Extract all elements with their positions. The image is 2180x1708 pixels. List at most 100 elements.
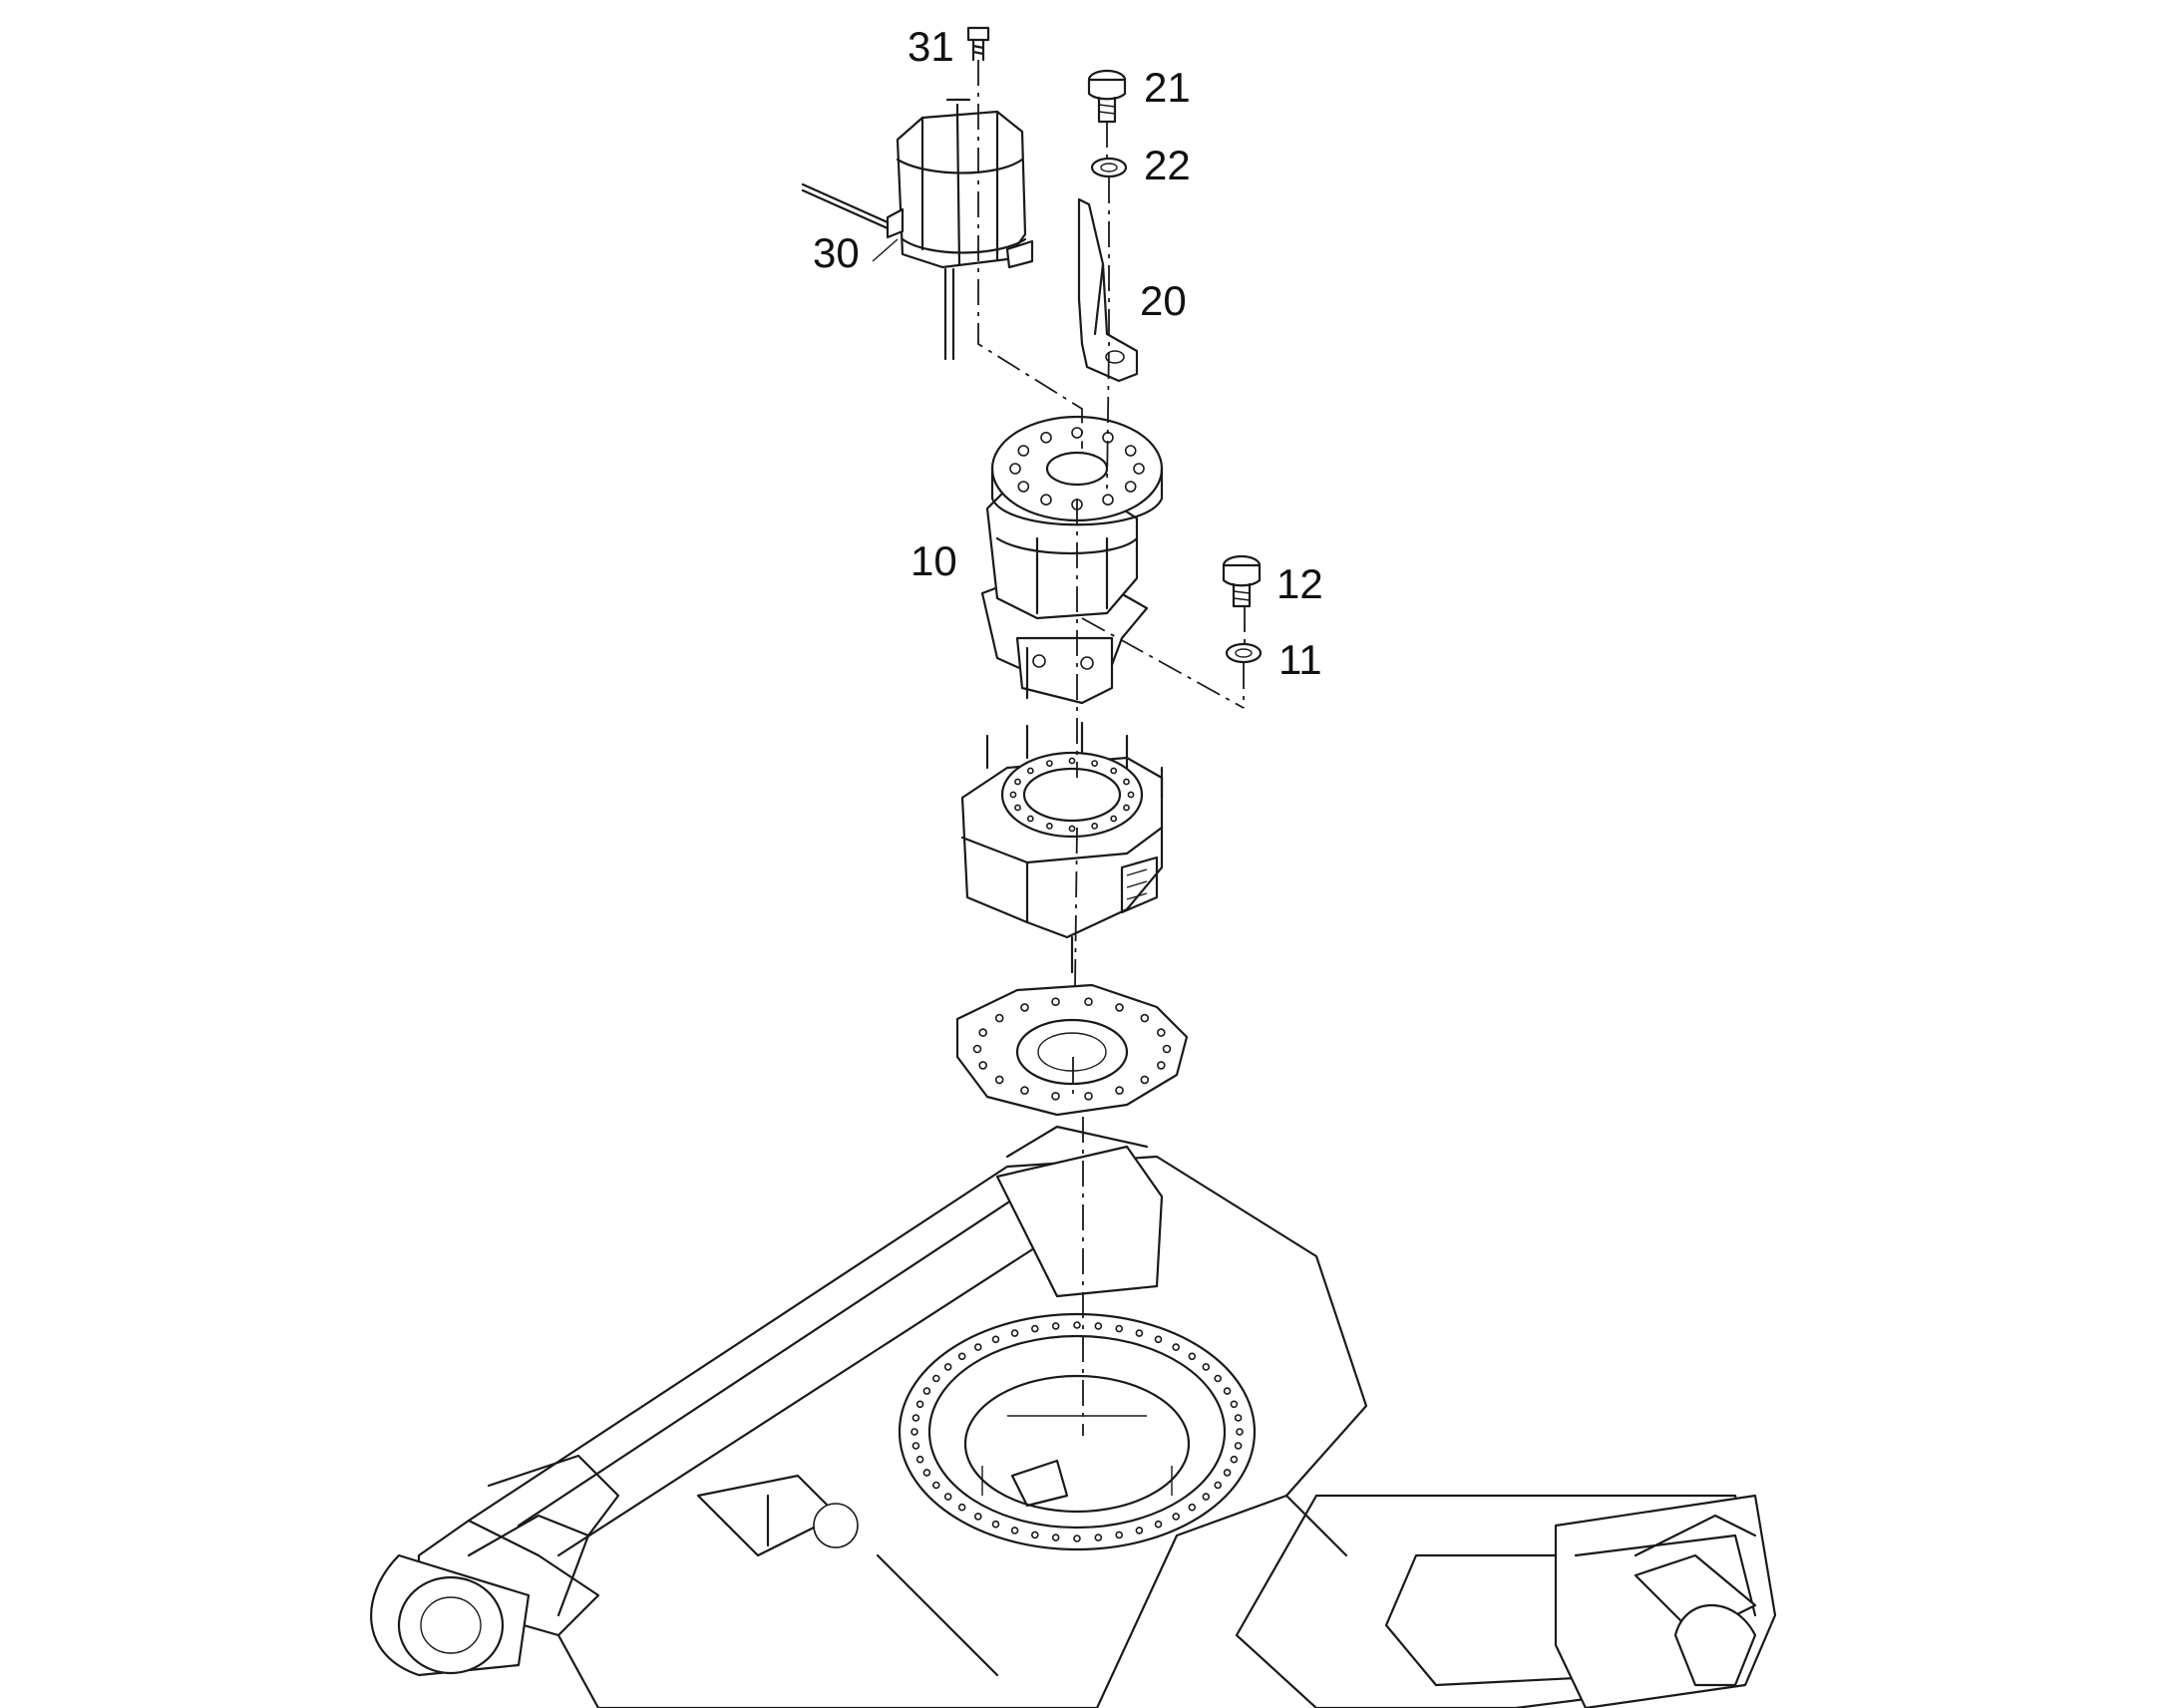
- plate-bolt-hole: [1051, 997, 1060, 1007]
- bearing-bolt-hole: [1172, 1343, 1180, 1351]
- callout-10: 10: [910, 537, 957, 584]
- bearing-bolt-hole: [1154, 1335, 1163, 1344]
- bearing-bolt-hole: [1172, 1513, 1180, 1521]
- plate-bolt-hole: [1162, 1044, 1172, 1054]
- bearing-bolt-hole: [957, 1352, 966, 1361]
- plate-bolt-hole: [994, 1013, 1004, 1023]
- bearing-bolt-hole: [973, 1343, 982, 1351]
- flange-hole: [1040, 431, 1052, 444]
- plate-bolt-hole: [1157, 1061, 1166, 1070]
- flange-hole: [1124, 445, 1137, 457]
- bearing-bolt-hole: [911, 1414, 920, 1422]
- plate-bolt-hole: [1157, 1028, 1166, 1037]
- bearing-bolt-hole: [1154, 1520, 1163, 1529]
- housing-bolt-hole: [1009, 791, 1017, 799]
- bearing-bolt-hole: [1188, 1503, 1197, 1512]
- bearing-bolt-hole: [1051, 1534, 1060, 1541]
- motor: [801, 98, 1034, 361]
- housing-bolt-holes: [1009, 757, 1135, 833]
- flange-hole: [1040, 494, 1052, 507]
- plate-bolt-hole: [978, 1028, 988, 1037]
- bearing-bolt-hole: [915, 1400, 924, 1409]
- leader-lines: [872, 238, 899, 262]
- callout-11: 11: [1278, 636, 1322, 683]
- housing-bolt-hole: [1026, 815, 1034, 823]
- bolt-21: [1087, 69, 1127, 124]
- bearing-bolt-hole: [1051, 1322, 1060, 1330]
- bearing-bolt-hole: [991, 1335, 1000, 1344]
- bearing-bolt-hole: [1223, 1387, 1232, 1395]
- bearing-bolt-hole: [911, 1442, 920, 1450]
- callout-30: 30: [813, 229, 860, 276]
- plate-bolt-hole: [1140, 1075, 1150, 1085]
- bearing-bolt-hole: [1010, 1527, 1019, 1535]
- callout-22: 22: [1144, 142, 1191, 188]
- bearing-bolt-hole: [1230, 1400, 1239, 1409]
- bearing-bolt-hole: [1234, 1442, 1243, 1450]
- part-callouts: 31 21 22 30 20 10 12 11: [813, 23, 1323, 683]
- bearing-bolt-hole: [922, 1469, 931, 1477]
- undercarriage-frame: [370, 1125, 1777, 1708]
- housing-bolt-hole: [1046, 823, 1053, 830]
- housing-bolt-hole: [1026, 767, 1034, 775]
- swivel-joint-housing: [960, 721, 1164, 974]
- housing-bolt-hole: [1127, 791, 1135, 799]
- housing-bolt-hole: [1091, 823, 1098, 830]
- bearing-bolt-hole: [915, 1455, 924, 1464]
- bearing-bolt-hole: [1115, 1324, 1123, 1333]
- bearing-bolt-holes: [910, 1321, 1244, 1542]
- housing-bolt-hole: [1123, 804, 1130, 812]
- housing-bolt-hole: [1110, 815, 1118, 823]
- plate-bolt-hole: [1084, 1092, 1093, 1101]
- housing-bolt-hole: [1068, 757, 1076, 765]
- bearing-bolt-hole: [1031, 1531, 1039, 1539]
- bearing-bolt-hole: [931, 1374, 940, 1383]
- callout-21: 21: [1144, 64, 1191, 111]
- housing-bolt-hole: [1091, 760, 1098, 767]
- plate-bolt-hole: [1115, 1003, 1124, 1012]
- washer-11: [1225, 642, 1263, 664]
- bolt-12: [1222, 554, 1262, 608]
- plate-bolt-hole: [1115, 1086, 1124, 1095]
- bracket: [1077, 197, 1139, 383]
- bearing-bolt-hole: [1115, 1531, 1123, 1539]
- bearing-bolt-hole: [1010, 1329, 1019, 1337]
- bearing-bolt-hole: [1094, 1322, 1103, 1330]
- bearing-bolt-hole: [1214, 1481, 1222, 1490]
- mounting-plate: [955, 983, 1189, 1117]
- bearing-bolt-hole: [922, 1387, 931, 1395]
- housing-bolt-hole: [1068, 825, 1076, 833]
- callout-12: 12: [1276, 560, 1323, 607]
- housing-bolt-hole: [1123, 778, 1130, 786]
- flange-hole: [1071, 427, 1083, 439]
- washer-22: [1090, 157, 1128, 178]
- bearing-bolt-hole: [1214, 1374, 1222, 1383]
- plate-bolt-hole: [1140, 1013, 1150, 1023]
- rotary-joint-assembly: [980, 415, 1164, 705]
- bearing-bolt-hole: [931, 1481, 940, 1490]
- plate-bolt-hole: [1020, 1086, 1029, 1095]
- bolt-31: [966, 26, 990, 62]
- plate-bolt-holes: [972, 997, 1172, 1101]
- housing-bolt-hole: [1014, 804, 1021, 812]
- bearing-bolt-hole: [1230, 1455, 1239, 1464]
- bearing-bolt-hole: [1188, 1352, 1197, 1361]
- flange-hole: [1124, 481, 1137, 493]
- housing-bolt-hole: [1046, 760, 1053, 767]
- callout-20: 20: [1140, 277, 1187, 324]
- bearing-bolt-hole: [1223, 1469, 1232, 1477]
- bearing-bolt-hole: [910, 1428, 918, 1436]
- bearing-bolt-hole: [1073, 1321, 1081, 1329]
- bearing-bolt-hole: [991, 1520, 1000, 1529]
- callout-31: 31: [908, 23, 954, 70]
- bearing-bolt-hole: [957, 1503, 966, 1512]
- flange-hole: [1133, 463, 1145, 475]
- assembly-center-lines: [977, 60, 1246, 1436]
- bearing-bolt-hole: [1031, 1324, 1039, 1333]
- bearing-bolt-hole: [943, 1363, 952, 1371]
- bearing-bolt-hole: [1073, 1535, 1081, 1542]
- housing-bolt-hole: [1110, 767, 1118, 775]
- plate-bolt-hole: [1084, 997, 1093, 1007]
- plate-bolt-hole: [978, 1061, 988, 1070]
